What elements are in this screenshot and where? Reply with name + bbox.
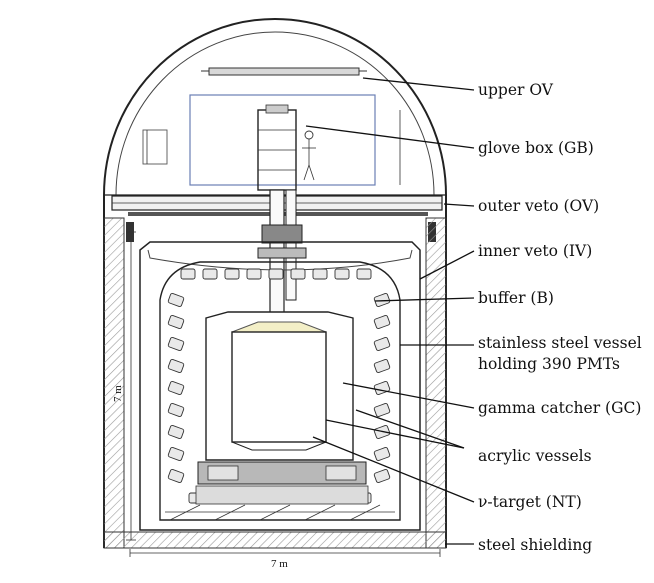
pmt-icon [373,381,391,395]
glove-box [142,94,401,191]
label-inner-veto: inner veto (IV) [478,242,592,260]
pmt-icon [167,359,185,373]
label-glove-box: glove box (GB) [478,139,594,157]
pmt-icon [167,425,185,439]
pmt-icon [167,447,185,461]
chimney [257,189,307,321]
stainless-steel-vessel [159,261,401,521]
pmt-icon [246,268,262,280]
labels: upper OV glove box (GB) outer veto (OV) … [478,81,642,554]
label-nu-target: ν-target (NT) [478,493,582,511]
pmt-icon [167,381,185,395]
callout-lines [305,77,475,545]
pmt-icon [268,268,284,280]
pmt-icon [167,469,185,483]
pmt-icon [373,447,391,461]
pmt-icon [373,359,391,373]
steel-shielding [103,217,447,549]
label-ssv-line2: holding 390 PMTs [478,355,620,373]
pmt-icon [373,315,391,329]
dimension-vertical: 7 m [112,231,136,541]
label-outer-veto: outer veto (OV) [478,197,599,215]
label-ssv-line1: stainless steel vessel [478,334,642,352]
pmt-icon [373,337,391,351]
pmt-icon [334,268,350,280]
pmt-icon [167,337,185,351]
pmt-icon [373,403,391,417]
pmt-icon [167,403,185,417]
pmt-icon [373,293,391,307]
label-upper-ov: upper OV [478,81,554,99]
upper-ov-panel [201,67,367,76]
pmt-icon [312,268,328,280]
label-buffer: buffer (B) [478,289,554,307]
label-gamma-catcher: gamma catcher (GC) [478,399,641,417]
label-acrylic-vessels: acrylic vessels [478,447,592,465]
pmt-icon [356,268,372,280]
pmt-icon [167,315,185,329]
pmt-icon [202,268,218,280]
height-dimension: 7 m [112,385,124,402]
target-vessel [231,321,327,451]
pmt-icon [224,268,240,280]
label-steel-shielding: steel shielding [478,536,592,554]
dimension-horizontal: 7 m [129,549,441,570]
pmt-icon [180,268,196,280]
bottom-support [165,461,395,521]
pmt-icon [373,469,391,483]
width-dimension: 7 m [271,558,288,570]
pmt-icon [167,293,185,307]
pmt-icon [290,268,306,280]
